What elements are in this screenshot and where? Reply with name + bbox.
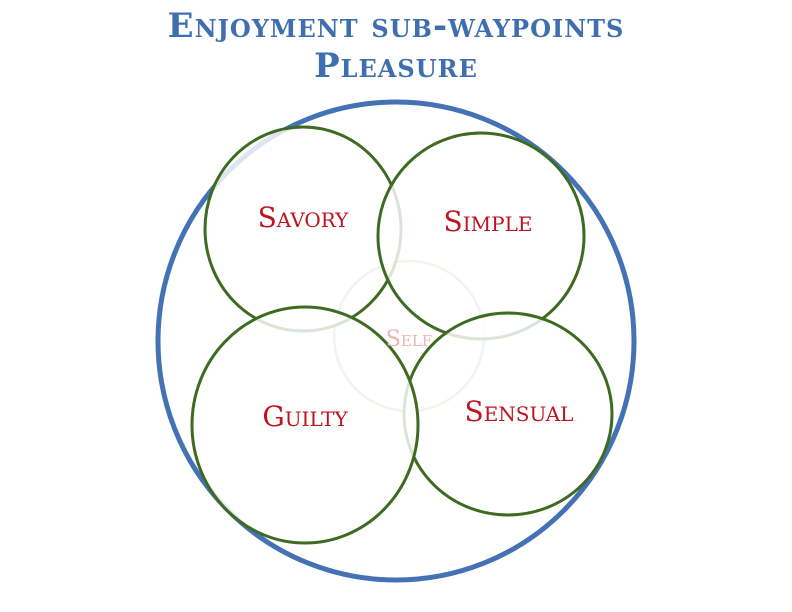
petal-label-sensual: Sensual <box>465 395 574 428</box>
outer-ring <box>155 99 637 583</box>
diagram-title: Enjoyment sub-waypoints <box>167 6 625 46</box>
petal-label-guilty: Guilty <box>262 400 348 433</box>
self-label: Self <box>386 327 432 352</box>
petal-circle-guilty <box>190 305 420 545</box>
diagram-subtitle: Pleasure <box>314 46 478 86</box>
petal-label-savory: Savory <box>258 201 350 234</box>
petal-label-simple: Simple <box>444 205 533 238</box>
